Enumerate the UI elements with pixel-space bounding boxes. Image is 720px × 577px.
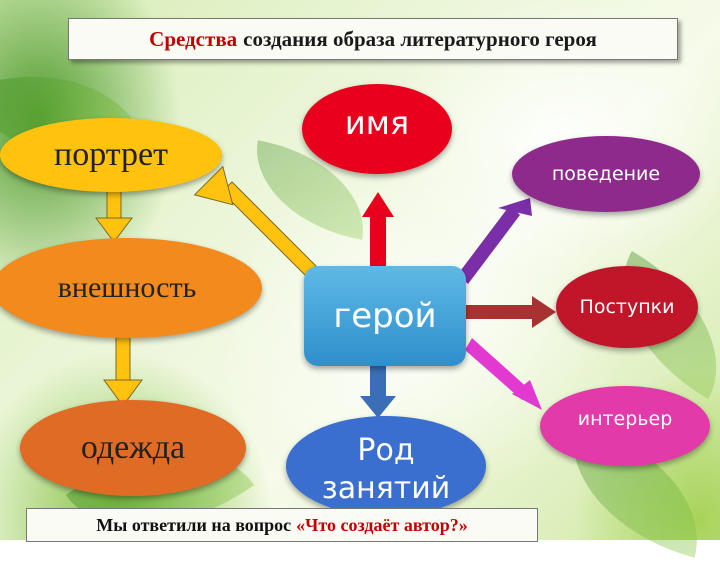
node-portrait-label: портрет (54, 136, 168, 173)
footer-answer: Мы ответили на вопрос «Что создаёт автор… (26, 508, 538, 542)
node-hero-label: герой (333, 296, 437, 336)
node-clothing-label: одежда (80, 429, 186, 466)
arrow-hero-to-portrait (193, 165, 317, 277)
node-occupation: Род занятий (286, 416, 486, 516)
footer-question: «Что создаёт автор?» (296, 514, 468, 535)
node-appearance-label: внешность (57, 271, 197, 304)
node-behavior: поведение (512, 136, 700, 212)
node-occupation-line2: занятий (321, 470, 451, 506)
arrow-appearance-to-clothing (103, 331, 143, 407)
arrow-portrait-to-appearance (95, 184, 133, 243)
diagram-title: Средства создания образа литературного г… (68, 18, 678, 60)
node-interior-label: интерьер (577, 408, 673, 430)
node-interior: интерьер (540, 386, 710, 466)
node-name: имя (302, 84, 452, 174)
title-rest: создания образа литературного героя (243, 26, 597, 51)
node-appearance: внешность (0, 238, 262, 338)
arrow-hero-to-behavior (458, 198, 532, 284)
arrow-hero-to-occupation (360, 366, 396, 418)
node-behavior-label: поведение (551, 163, 661, 185)
arrow-hero-to-actions (465, 296, 556, 328)
node-actions-label: Поступки (579, 296, 675, 318)
arrows-layer (95, 165, 556, 418)
node-portrait: портрет (0, 118, 222, 192)
node-occupation-line1: Род (357, 433, 415, 468)
arrow-hero-to-interior (465, 338, 542, 410)
arrow-hero-to-name (362, 192, 394, 267)
footer-text: Мы ответили на вопрос (96, 514, 292, 535)
node-name-label: имя (344, 104, 410, 142)
node-actions: Поступки (556, 266, 698, 348)
node-hero: герой (304, 266, 466, 366)
title-highlight: Средства (149, 26, 238, 51)
node-clothing: одежда (20, 400, 246, 496)
